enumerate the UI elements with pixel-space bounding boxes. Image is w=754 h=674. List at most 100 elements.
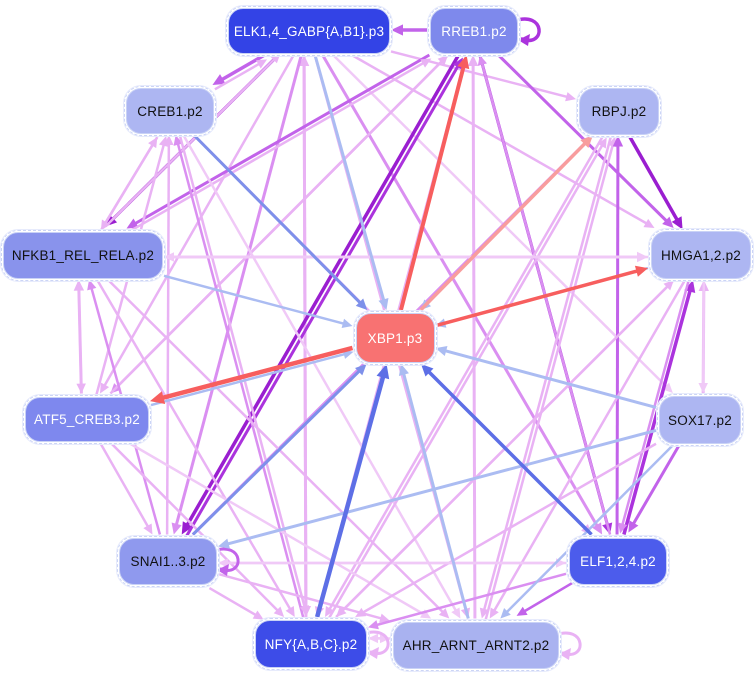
- edge: [332, 54, 670, 391]
- arrowhead: [298, 55, 310, 67]
- edge: [217, 53, 266, 84]
- arrowhead: [164, 252, 174, 262]
- arrowhead: [218, 558, 228, 568]
- edge: [163, 274, 348, 326]
- arrowhead: [663, 280, 674, 291]
- arrowhead: [612, 135, 624, 147]
- arrowhead: [273, 606, 285, 617]
- edge: [313, 54, 387, 305]
- edge: [359, 442, 657, 616]
- arrowhead: [451, 607, 461, 619]
- edge: [150, 351, 349, 407]
- arrowhead: [628, 520, 639, 533]
- edge: [178, 133, 307, 611]
- edge: [424, 367, 593, 536]
- node-SNAI[interactable]: SNAI1..3.p2: [117, 535, 219, 587]
- node-ELF[interactable]: ELF1,2,4.p2: [567, 535, 669, 587]
- node-SOX17[interactable]: SOX17.p2: [657, 394, 743, 446]
- arrowhead: [457, 55, 470, 70]
- arrowhead: [212, 74, 226, 85]
- edge: [127, 441, 427, 617]
- arrowhead: [420, 58, 432, 68]
- arrowhead: [634, 265, 648, 277]
- arrowhead: [671, 216, 683, 230]
- arrowhead: [643, 218, 655, 228]
- edge: [484, 141, 615, 620]
- arrowhead: [618, 522, 628, 534]
- node-XBP1[interactable]: XBP1.p3: [353, 311, 437, 365]
- edge: [326, 134, 605, 613]
- edge: [217, 572, 386, 621]
- arrowhead: [467, 55, 479, 67]
- edge: [182, 134, 459, 615]
- edge: [191, 367, 364, 536]
- edge: [77, 285, 83, 394]
- node-AHR[interactable]: AHR_ARNT_ARNT2.p2: [391, 619, 561, 671]
- arrowhead: [437, 55, 449, 66]
- node-CREB1[interactable]: CREB1.p2: [124, 86, 216, 136]
- arrowhead: [698, 382, 708, 394]
- arrowhead: [217, 564, 229, 576]
- edge: [183, 54, 461, 530]
- edge: [482, 135, 613, 614]
- arrowhead: [143, 523, 153, 535]
- edge: [327, 141, 606, 620]
- node-ELK[interactable]: ELK1,4_GABP{A,B1}.p3: [226, 6, 392, 56]
- node-HMGA[interactable]: HMGA1,2.p2: [649, 229, 753, 281]
- node-NFY[interactable]: NFY{A,B,C}.p2: [253, 618, 369, 670]
- edge: [165, 140, 171, 535]
- edge: [399, 61, 467, 311]
- arrowhead: [181, 521, 193, 535]
- node-RREB1[interactable]: RREB1.p2: [428, 6, 520, 56]
- arrowhead: [355, 298, 368, 310]
- arrowhead: [559, 648, 571, 660]
- arrowhead: [164, 135, 174, 146]
- edge: [192, 133, 365, 307]
- arrowhead: [435, 345, 448, 357]
- node-ATF5[interactable]: ATF5_CREB3.p2: [23, 394, 151, 444]
- edge: [302, 61, 308, 618]
- arrowhead: [516, 606, 528, 616]
- arrowhead: [73, 279, 85, 291]
- arrowhead: [420, 609, 432, 619]
- arrowhead: [398, 364, 409, 376]
- edge: [156, 345, 354, 402]
- arrowhead: [592, 522, 603, 535]
- edge: [106, 278, 447, 616]
- edge: [335, 282, 671, 618]
- arrowhead: [270, 52, 281, 64]
- node-NFKB[interactable]: NFKB1_REL_RELA.p2: [1, 229, 165, 281]
- edge: [184, 61, 462, 538]
- arrowhead: [256, 59, 268, 69]
- edge: [520, 581, 574, 615]
- arrowhead: [341, 318, 353, 328]
- arrowhead: [368, 620, 379, 630]
- node-RBPJ[interactable]: RBPJ.p2: [577, 85, 661, 137]
- arrowhead: [662, 216, 674, 228]
- arrowhead: [87, 279, 97, 291]
- arrowhead: [479, 607, 490, 619]
- arrowhead: [218, 538, 230, 549]
- edge: [131, 53, 431, 227]
- arrowhead: [500, 608, 511, 619]
- edge: [372, 572, 567, 628]
- edge: [419, 138, 590, 312]
- arrowhead: [100, 382, 110, 394]
- edge: [628, 136, 681, 225]
- arrowhead: [173, 135, 183, 146]
- edge: [471, 61, 477, 619]
- edge: [104, 55, 278, 228]
- arrowhead: [376, 364, 390, 380]
- arrowhead: [421, 364, 434, 377]
- arrowhead: [379, 613, 390, 623]
- arrowhead: [150, 391, 166, 404]
- edge: [314, 370, 387, 618]
- arrowhead: [391, 24, 403, 36]
- edge: [109, 441, 282, 614]
- arrowhead: [662, 382, 673, 393]
- edge: [630, 442, 682, 529]
- arrowhead: [597, 137, 607, 149]
- edge: [622, 285, 693, 535]
